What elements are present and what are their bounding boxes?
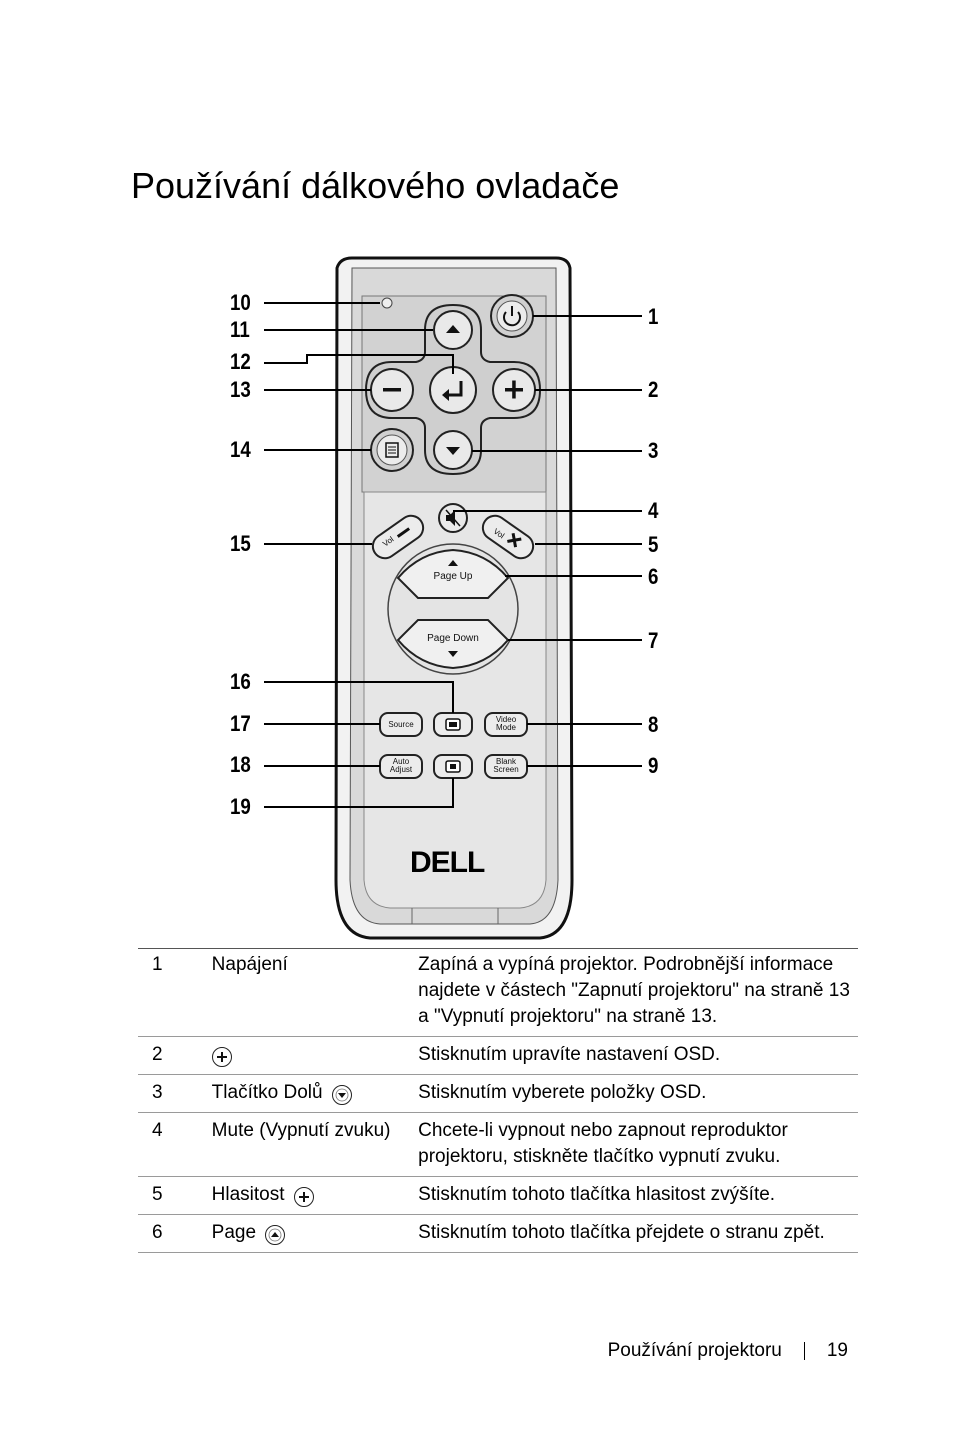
page-down-button [396,619,510,670]
callout-14: 14 [230,437,251,462]
up-arrow-icon [446,325,460,333]
row-number: 5 [138,1176,212,1215]
callout-16: 16 [230,669,251,694]
table-row: 2 Stisknutím upravíte nastavení OSD. [138,1036,858,1075]
table-row: 5 Hlasitost Stisknutím tohoto tlačítka h… [138,1176,858,1215]
footer-separator [803,1342,805,1360]
row-number: 6 [138,1214,212,1253]
up-circle-icon [265,1224,286,1245]
page-number: 19 [826,1340,848,1361]
table-row: 1 Napájení Zapíná a vypíná projektor. Po… [138,948,858,1037]
power-icon [503,311,521,327]
enter-icon [447,381,463,397]
video-mode-label-2: Mode [495,723,516,732]
minus-icon [383,388,401,392]
callout-2: 2 [648,377,659,402]
page-footer: Používání projektoru 19 [608,1340,848,1362]
remote-control-illustration [264,256,642,940]
callout-12: 12 [230,349,251,374]
footer-section-title: Používání projektoru [607,1340,782,1361]
callout-5: 5 [648,532,659,557]
down-arrow-icon [446,447,460,455]
auto-adjust-label-1: Auto [392,757,410,766]
table-row: 3 Tlačítko Dolů Stisknutím vyberete polo… [138,1074,858,1113]
row-name-text: Tlačítko Dolů [211,1082,323,1103]
page-down-label: Page Down [427,633,479,644]
menu-icon [385,442,399,458]
row-number: 1 [138,948,212,1037]
row-description: Chcete-li vypnout nebo zapnout reprodukt… [418,1112,858,1177]
row-name: Tlačítko Dolů [211,1074,419,1113]
row-name: Mute (Vypnutí zvuku) [211,1112,419,1177]
button-legend-table: 1 Napájení Zapíná a vypíná projektor. Po… [138,948,858,1253]
volume-up-button [481,514,535,560]
row-name [211,1036,419,1075]
callout-1: 1 [648,304,659,329]
video-mode-label-1: Video [495,715,517,724]
mute-icon [446,510,455,526]
indicator-led [381,297,393,309]
plus-circle-icon [211,1046,232,1067]
callout-18: 18 [230,752,251,777]
blank-screen-label-2: Screen [493,765,519,774]
remote-figure: Vol Vol Page Up Page Down Source Video M… [230,256,659,940]
page-up-label: Page Up [433,571,473,582]
table-row: 6 Page Stisknutím tohoto tlačítka přejde… [138,1214,858,1253]
row-description: Stisknutím tohoto tlačítka přejdete o st… [418,1214,858,1253]
row-description: Stisknutím tohoto tlačítka hlasitost zvý… [418,1176,858,1215]
row-name: Page [211,1214,419,1253]
callout-8: 8 [648,712,659,737]
callout-17: 17 [230,711,251,736]
row-number: 3 [138,1074,212,1113]
callout-9: 9 [648,753,659,778]
table-row: 4 Mute (Vypnutí zvuku) Chcete-li vypnout… [138,1112,858,1177]
down-circle-icon [331,1084,352,1105]
row-name: Hlasitost [211,1176,419,1215]
volume-down-button [371,514,425,560]
row-number: 4 [138,1112,212,1177]
row-name-text: Napájení [211,954,288,975]
row-description: Stisknutím upravíte nastavení OSD. [418,1036,858,1075]
page-up-button [396,548,510,599]
dell-logo: DELL [410,846,485,879]
callout-10: 10 [230,290,251,315]
auto-adjust-label-2: Adjust [389,765,413,774]
row-name-text: Page [211,1222,257,1243]
callout-3: 3 [648,438,659,463]
callout-11: 11 [230,317,250,342]
callout-6: 6 [648,564,659,589]
row-description: Stisknutím vyberete položky OSD. [418,1074,858,1113]
callout-4: 4 [648,498,659,523]
page-title: Používání dálkového ovladače [131,165,620,206]
callout-15: 15 [230,531,251,556]
plus-circle-icon [293,1186,314,1207]
row-name: Napájení [211,948,419,1037]
source-label: Source [388,720,414,729]
row-description: Zapíná a vypíná projektor. Podrobnější i… [418,948,858,1037]
callout-7: 7 [648,628,659,653]
callout-13: 13 [230,377,251,402]
row-number: 2 [138,1036,212,1075]
page-up-arrow-icon [448,560,458,566]
row-name-text: Hlasitost [211,1184,285,1205]
callout-19: 19 [230,794,251,819]
callout-lines-left [264,302,454,808]
callout-lines-right [453,315,642,767]
row-name-text: Mute (Vypnutí zvuku) [211,1120,391,1141]
blank-screen-label-1: Blank [495,757,516,766]
page-down-arrow-icon [448,651,458,657]
